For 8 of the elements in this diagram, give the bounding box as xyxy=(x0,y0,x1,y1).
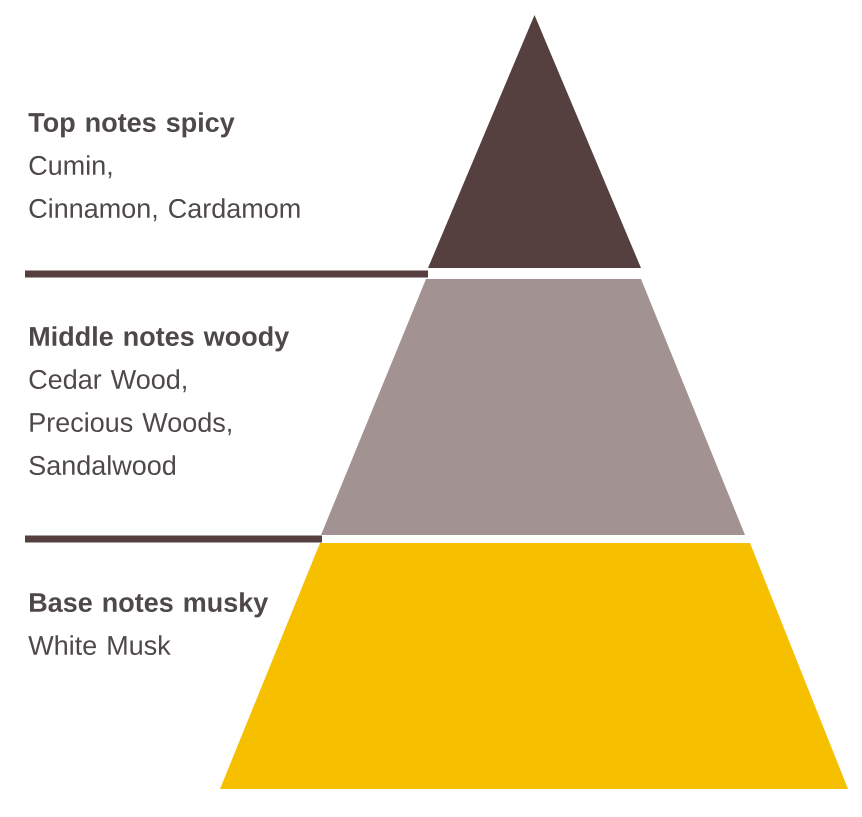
tier-heading: Base notes musky xyxy=(30,592,268,618)
pyramid-tier xyxy=(428,15,641,268)
tier-description: White Musk xyxy=(28,635,171,656)
tier-description: Cedar Wood, Precious Woods, Sandalwood xyxy=(29,369,231,476)
pyramid-tier xyxy=(321,279,745,535)
tier-heading: Top notes spicy xyxy=(28,112,235,138)
tier-heading: Middle notes woody xyxy=(30,326,290,352)
tier-description: Cumin, Cinnamon, Cardamom xyxy=(30,155,300,222)
